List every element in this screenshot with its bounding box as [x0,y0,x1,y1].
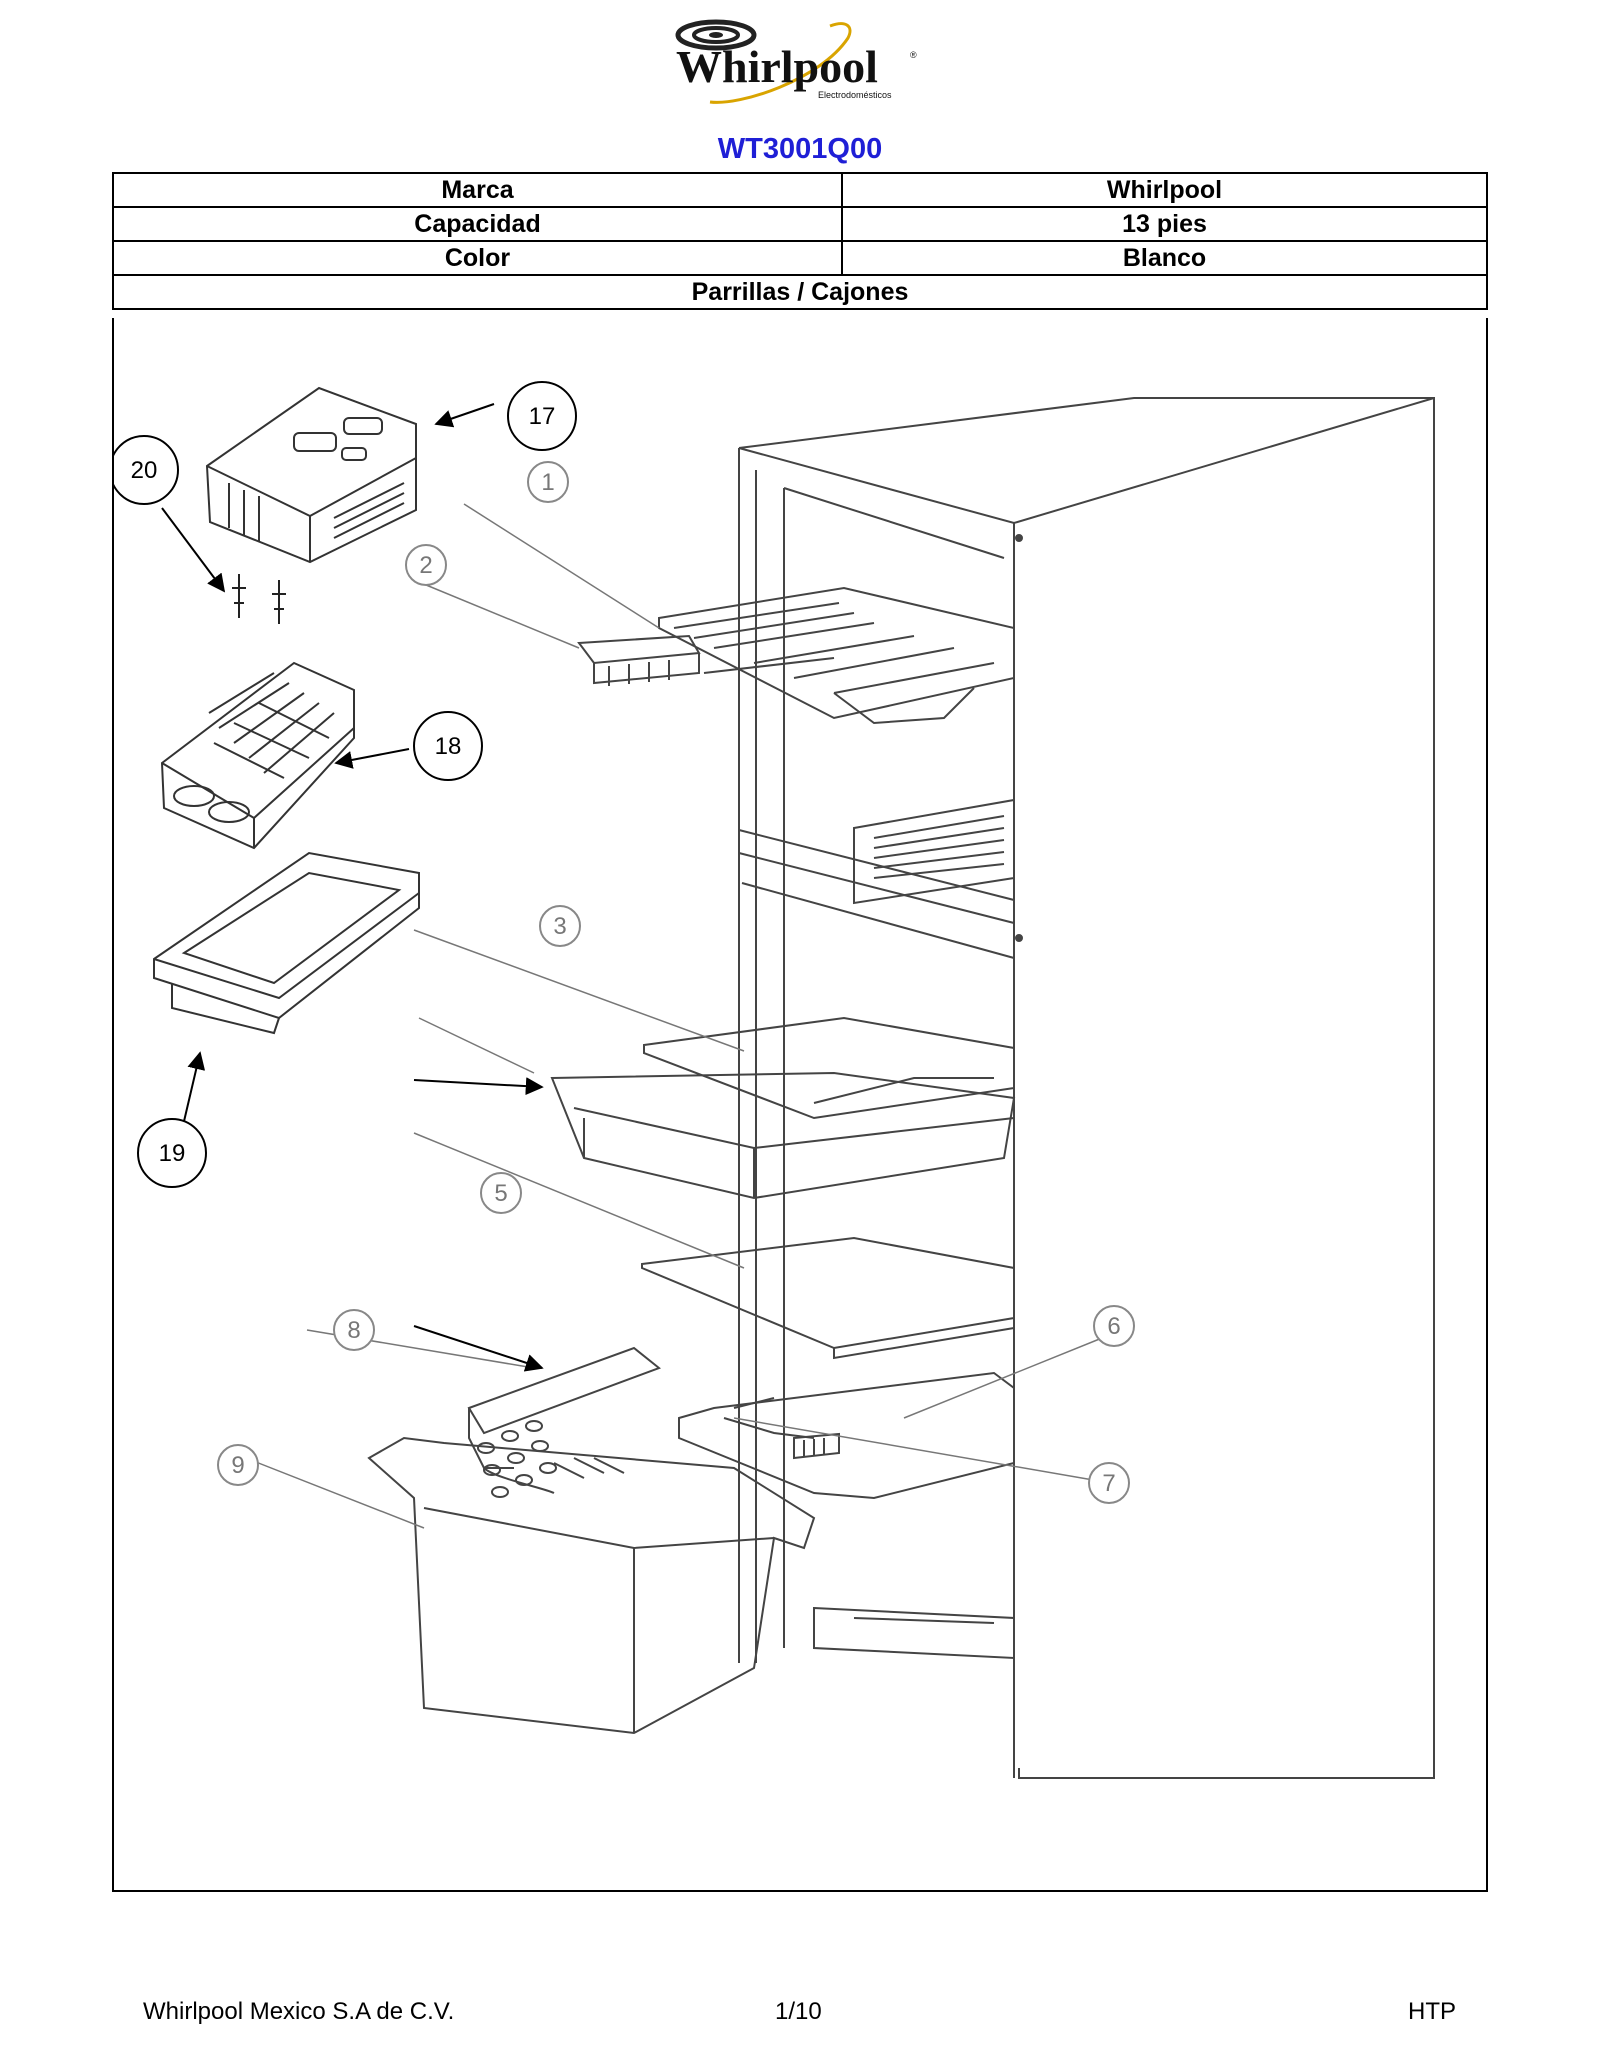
spec-label: Capacidad [112,206,843,242]
callout-20: 20 [114,435,179,505]
spec-row-color: Color Blanco [112,240,1488,276]
crisper-drawer-8 [467,1346,662,1494]
callout-label: 2 [419,552,432,579]
refrigerator-cabinet [738,397,1435,1779]
model-title: WT3001Q00 [717,133,883,165]
footer-page-number: 1/10 [775,1998,822,2025]
crisper-drawer-4 [550,1071,1016,1200]
callout-18: 18 [413,711,483,781]
section-title: Parrillas / Cajones [112,274,1488,310]
callout-label: 17 [529,403,556,430]
crisper-cover [678,1371,1015,1500]
spec-value: 13 pies [841,206,1488,242]
callout-5: 5 [480,1172,522,1214]
glass-shelf-3 [643,1016,1015,1120]
callout-label: 20 [131,457,158,484]
callout-label: 8 [347,1317,360,1344]
svg-text:Whirlpool: Whirlpool [676,41,878,92]
callout-label: 7 [1102,1470,1115,1497]
drawer-19 [153,851,420,1035]
crisper-drawer-9 [367,1420,816,1735]
footer-company: Whirlpool Mexico S.A de C.V. [143,1998,455,2025]
exploded-parts-diagram: 1 2 3 5 6 7 8 9 17 18 19 20 [114,381,1435,1779]
section-title-row: Parrillas / Cajones [112,274,1488,310]
callout-3: 3 [539,905,581,947]
callout-9: 9 [217,1444,259,1486]
spec-row-capacidad: Capacidad 13 pies [112,206,1488,242]
diagram-frame: 1 2 3 5 6 7 8 9 17 18 19 20 [112,318,1488,1892]
spec-label: Color [112,240,843,276]
callout-label: 1 [541,469,554,496]
callout-17: 17 [507,381,577,451]
footer-code: HTP [1408,1998,1456,2025]
callout-label: 6 [1107,1313,1120,1340]
arrow-lines [161,403,544,1372]
callout-6: 6 [1093,1305,1135,1347]
spec-label: Marca [112,172,843,208]
whirlpool-logo: Whirlpool ® Electrodomésticos [675,19,917,104]
ice-tray-18 [160,661,355,850]
svg-text:®: ® [910,50,917,60]
spec-table: Marca Whirlpool Capacidad 13 pies Color … [112,172,1488,310]
spec-value: Blanco [841,240,1488,276]
callout-label: 19 [159,1140,186,1167]
drawer-holes [477,1420,557,1498]
freezer-shelf [658,586,1015,720]
spec-value: Whirlpool [841,172,1488,208]
svg-text:Electrodomésticos: Electrodomésticos [818,90,892,100]
leader-lines [232,503,1103,1529]
spec-row-marca: Marca Whirlpool [112,172,1488,208]
callout-19: 19 [137,1118,207,1188]
callout-label: 5 [494,1180,507,1207]
ice-maker-cover-17 [205,386,417,564]
screws-20 [232,574,286,624]
callout-1: 1 [527,461,569,503]
callout-7: 7 [1088,1462,1130,1504]
page-footer: Whirlpool Mexico S.A de C.V. 1/10 HTP [0,1998,1600,2030]
callout-8: 8 [333,1309,375,1351]
callout-label: 3 [553,913,566,940]
ice-tray [577,634,975,725]
callout-2: 2 [405,544,447,586]
callout-label: 18 [435,733,462,760]
callout-label: 9 [231,1452,244,1479]
glass-shelf-5 [641,1236,1015,1360]
